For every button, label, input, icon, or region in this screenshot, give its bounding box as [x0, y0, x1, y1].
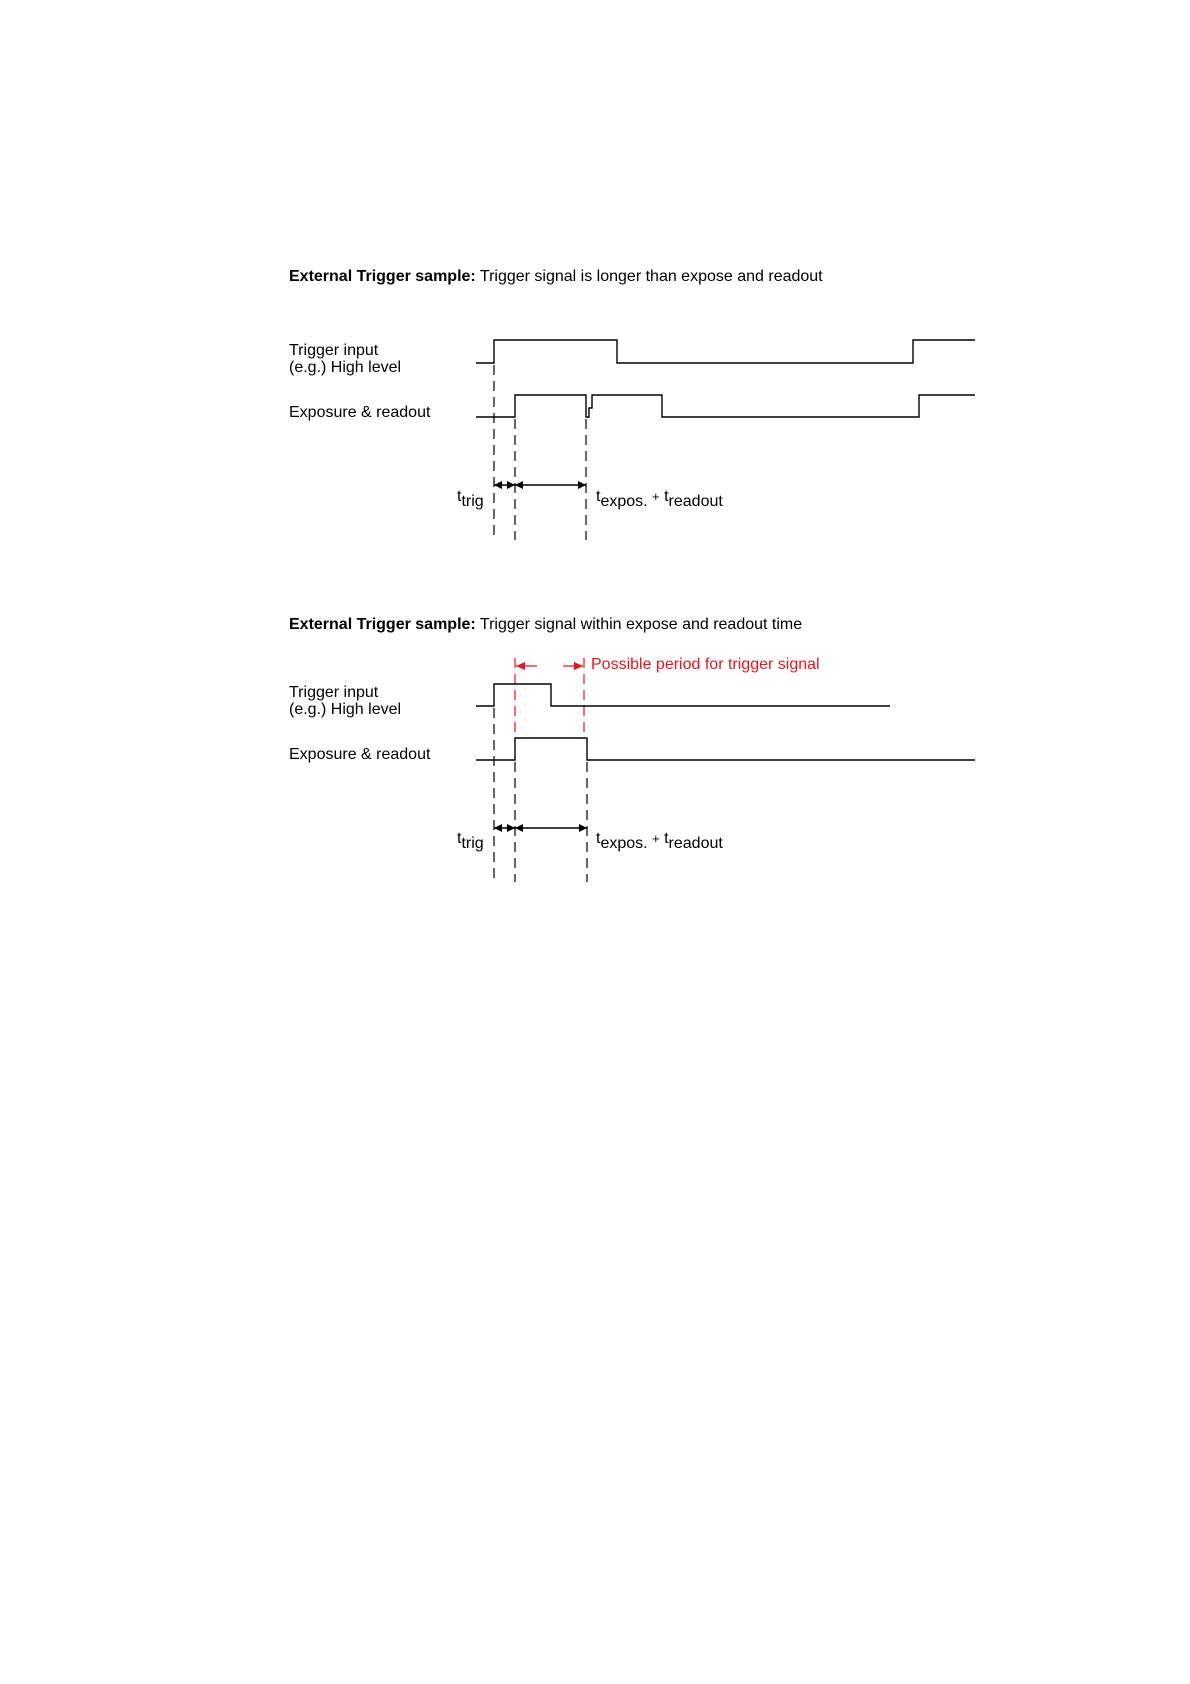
- diagram2-t-expos-subscript: expos.: [600, 835, 648, 852]
- diagram2-trigger-label: Trigger input (e.g.) High level: [289, 684, 401, 718]
- diagram1-trigger-label-line1: Trigger input: [289, 342, 379, 359]
- diagram2-t-readout-subscript: readout: [668, 835, 723, 852]
- diagram2-timing-svg: [476, 658, 975, 882]
- diagram1-timing-svg: [476, 339, 975, 540]
- diagram2-t-expos-symbol: t: [596, 830, 601, 847]
- diagram1-t-trig-subscript: trig: [461, 493, 484, 510]
- diagram2-red-arrowhead-right: [574, 662, 583, 670]
- diagram1-t-expos-arrowhead-left: [515, 481, 523, 489]
- diagram1-t-readout-symbol: t: [664, 488, 669, 505]
- diagram2-t-trig-arrowhead-left: [494, 824, 502, 832]
- diagram2-title-text: Trigger signal within expose and readout…: [479, 616, 803, 633]
- diagram2-t-expos-arrowhead-left: [515, 824, 523, 832]
- diagram2-exposure-label: Exposure & readout: [289, 746, 431, 763]
- diagram2-t-trig-label: ttrig: [457, 830, 484, 853]
- diagram1-t-expos-arrowhead-right: [578, 481, 586, 489]
- diagram1-t-trig-symbol: t: [457, 488, 462, 505]
- diagram1-t-trig-label: ttrig: [457, 488, 484, 511]
- diagram1-exposure-waveform: [476, 394, 975, 418]
- diagram1-title-text: Trigger signal is longer than expose and…: [479, 268, 823, 285]
- diagram1-t-trig-arrowhead-left: [494, 481, 502, 489]
- diagram2-title-bold: External Trigger sample:: [289, 616, 476, 633]
- diagram1-trigger-label: Trigger input (e.g.) High level: [289, 342, 401, 376]
- diagram2-possible-period-label: Possible period for trigger signal: [591, 656, 820, 673]
- diagram1-title-bold: External Trigger sample:: [289, 268, 476, 285]
- diagram2-t-trig-subscript: trig: [461, 835, 484, 852]
- diagram1-plus: +: [652, 489, 660, 504]
- diagram1-trigger-waveform: [476, 339, 975, 364]
- diagram2-t-trig-arrowhead-right: [507, 824, 515, 832]
- diagram1-t-expos-readout-label: texpos. + treadout: [596, 488, 723, 511]
- diagram2-trigger-label-line2: (e.g.) High level: [289, 701, 402, 718]
- diagram1-t-expos-symbol: t: [596, 488, 601, 505]
- diagram1-title: External Trigger sample: Trigger signal …: [289, 268, 823, 286]
- diagram2-t-readout-symbol: t: [664, 830, 669, 847]
- diagram1-t-trig-arrowhead-right: [507, 481, 515, 489]
- diagram1-trigger-label-line2: (e.g.) High level: [289, 359, 402, 376]
- diagram2-trigger-waveform: [476, 683, 890, 707]
- diagram1-t-expos-subscript: expos.: [600, 493, 648, 510]
- diagram2-t-expos-readout-label: texpos. + treadout: [596, 830, 723, 853]
- diagram1-exposure-label: Exposure & readout: [289, 404, 431, 421]
- diagram2-t-trig-symbol: t: [457, 830, 462, 847]
- diagram2-plus: +: [652, 831, 660, 846]
- diagram2-title: External Trigger sample: Trigger signal …: [289, 616, 802, 634]
- diagram2-trigger-label-line1: Trigger input: [289, 684, 379, 701]
- diagram1-t-readout-subscript: readout: [668, 493, 723, 510]
- diagram2-exposure-waveform: [476, 737, 975, 761]
- diagram2-t-expos-arrowhead-right: [579, 824, 587, 832]
- diagram2-red-arrowhead-left: [516, 662, 525, 670]
